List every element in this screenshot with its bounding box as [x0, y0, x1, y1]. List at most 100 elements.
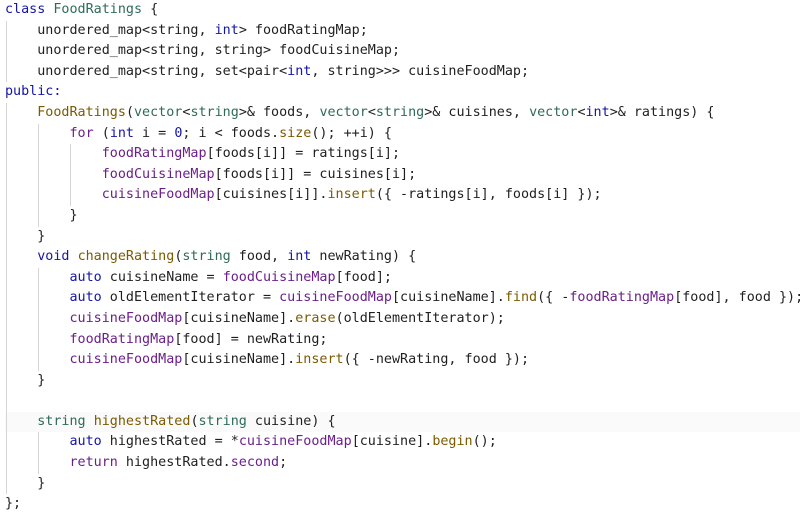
indent-guide: [6, 144, 7, 165]
indent-space: [5, 187, 102, 202]
code-token: FoodRatings: [53, 2, 143, 17]
code-token: [cuisineName].: [392, 290, 505, 306]
code-line[interactable]: auto highestRated = *cuisineFoodMap[cuis…: [5, 432, 800, 454]
indent-space: [5, 476, 37, 491]
code-token: oldElementIterator =: [101, 290, 280, 306]
indent-guide: [6, 329, 7, 351]
code-line[interactable]: foodRatingMap[food] = newRating;: [5, 329, 800, 351]
code-line[interactable]: }: [5, 205, 800, 227]
code-token: ;: [279, 455, 288, 471]
code-line[interactable]: void changeRating(string food, int newRa…: [5, 247, 800, 268]
code-token: highestRated.: [117, 455, 231, 471]
indent-guide: [6, 432, 7, 454]
indent-guide: [38, 288, 40, 309]
code-token: cuisineFoodMap: [279, 290, 392, 306]
indent-space: [5, 229, 37, 244]
code-token: (: [190, 413, 199, 429]
code-token: food,: [230, 249, 288, 265]
code-line[interactable]: auto oldElementIterator = cuisineFoodMap…: [5, 288, 800, 309]
code-token: string: [182, 249, 231, 265]
code-line[interactable]: cuisineFoodMap[cuisineName].insert({ -ne…: [5, 350, 800, 371]
indent-guide: [6, 350, 7, 371]
indent-guide: [38, 329, 40, 351]
code-token: cuisineFoodMap: [69, 310, 183, 326]
code-line[interactable]: foodRatingMap[foods[i]] = ratings[i];: [5, 144, 800, 165]
code-token: insert: [295, 352, 344, 368]
indent-space: [5, 43, 37, 58]
indent-guide: [6, 102, 7, 124]
indent-guide: [38, 350, 40, 371]
code-line[interactable]: auto cuisineName = foodCuisineMap[food];: [5, 267, 800, 289]
code-token: > foodRatingMap;: [238, 22, 368, 38]
code-token: highestRated = *: [101, 434, 239, 450]
code-token: string: [37, 413, 86, 429]
indent-space: [5, 23, 37, 38]
code-line[interactable]: string highestRated(string cuisine) {: [5, 411, 800, 433]
indent-guide: [6, 267, 7, 289]
indent-space: [5, 167, 102, 182]
code-line[interactable]: public:: [5, 82, 800, 103]
code-line[interactable]: return highestRated.second;: [5, 453, 800, 474]
code-token: size: [279, 125, 312, 141]
indent-guide: [6, 370, 7, 392]
indent-guide: [38, 432, 40, 454]
code-token: ({ -ratings[i], foods[i] });: [375, 187, 602, 203]
indent-guide: [6, 61, 7, 83]
code-line[interactable]: }: [5, 473, 800, 495]
code-line[interactable]: unordered_map<string, string> foodCuisin…: [5, 41, 800, 62]
indent-guide: [6, 185, 7, 206]
code-line[interactable]: unordered_map<string, set<pair<int, stri…: [5, 61, 800, 83]
code-token: >& ratings) {: [609, 104, 715, 120]
code-token: highestRated: [93, 413, 191, 429]
code-line[interactable]: [5, 391, 800, 412]
code-line[interactable]: FoodRatings(vector<string>& foods, vecto…: [5, 102, 800, 124]
indent-guide: [70, 144, 72, 165]
code-line[interactable]: class FoodRatings {: [5, 0, 800, 21]
code-token: 0: [174, 125, 183, 141]
code-token: unordered_map<string, string> foodCuisin…: [37, 43, 401, 59]
code-token: second: [230, 455, 280, 471]
code-token: find: [504, 290, 538, 306]
code-token: {: [142, 2, 159, 17]
code-token: for: [69, 125, 94, 141]
code-token: cuisineFoodMap: [238, 434, 352, 450]
code-line[interactable]: for (int i = 0; i < foods.size(); ++i) {: [5, 123, 800, 145]
indent-guide: [6, 308, 7, 330]
code-token: [cuisines[i]].: [214, 187, 328, 203]
code-token: (: [174, 249, 183, 265]
code-token: ({ -newRating, food });: [343, 352, 530, 368]
code-line[interactable]: foodCuisineMap[foods[i]] = cuisines[i];: [5, 164, 800, 186]
code-area[interactable]: class FoodRatings { unordered_map<string…: [5, 0, 800, 515]
code-token: unordered_map<string,: [37, 22, 215, 38]
code-token: foodRatingMap: [101, 146, 207, 162]
code-token: cuisineFoodMap: [69, 352, 183, 368]
code-line[interactable]: cuisineFoodMap[cuisines[i]].insert({ -ra…: [5, 185, 800, 206]
code-token: <: [367, 104, 376, 120]
code-token: }: [37, 475, 46, 491]
code-line[interactable]: cuisineFoodMap[cuisineName].erase(oldEle…: [5, 308, 800, 330]
code-token: [cuisineName].: [182, 352, 296, 368]
indent-space: [5, 414, 37, 429]
code-token: int: [214, 22, 239, 38]
code-token: ; i < foods.: [182, 125, 280, 141]
code-line[interactable]: }: [5, 226, 800, 248]
code-token: int: [287, 249, 312, 265]
code-token: public:: [5, 84, 62, 100]
indent-guide: [6, 473, 7, 495]
indent-guide: [38, 267, 40, 289]
code-token: class: [5, 2, 54, 17]
code-token: [foods[i]] = ratings[i];: [206, 146, 401, 162]
code-token: auto: [69, 290, 102, 306]
code-line[interactable]: unordered_map<string, int> foodRatingMap…: [5, 20, 800, 42]
code-line[interactable]: };: [5, 494, 800, 515]
code-token: return: [69, 455, 118, 471]
indent-space: [5, 146, 102, 161]
indent-guide: [38, 453, 40, 474]
code-token: (); ++i) {: [311, 125, 392, 141]
indent-space: [5, 373, 37, 388]
indent-space: [5, 105, 37, 120]
code-token: auto: [69, 434, 102, 450]
code-token: void: [37, 249, 70, 265]
code-line[interactable]: }: [5, 370, 800, 392]
